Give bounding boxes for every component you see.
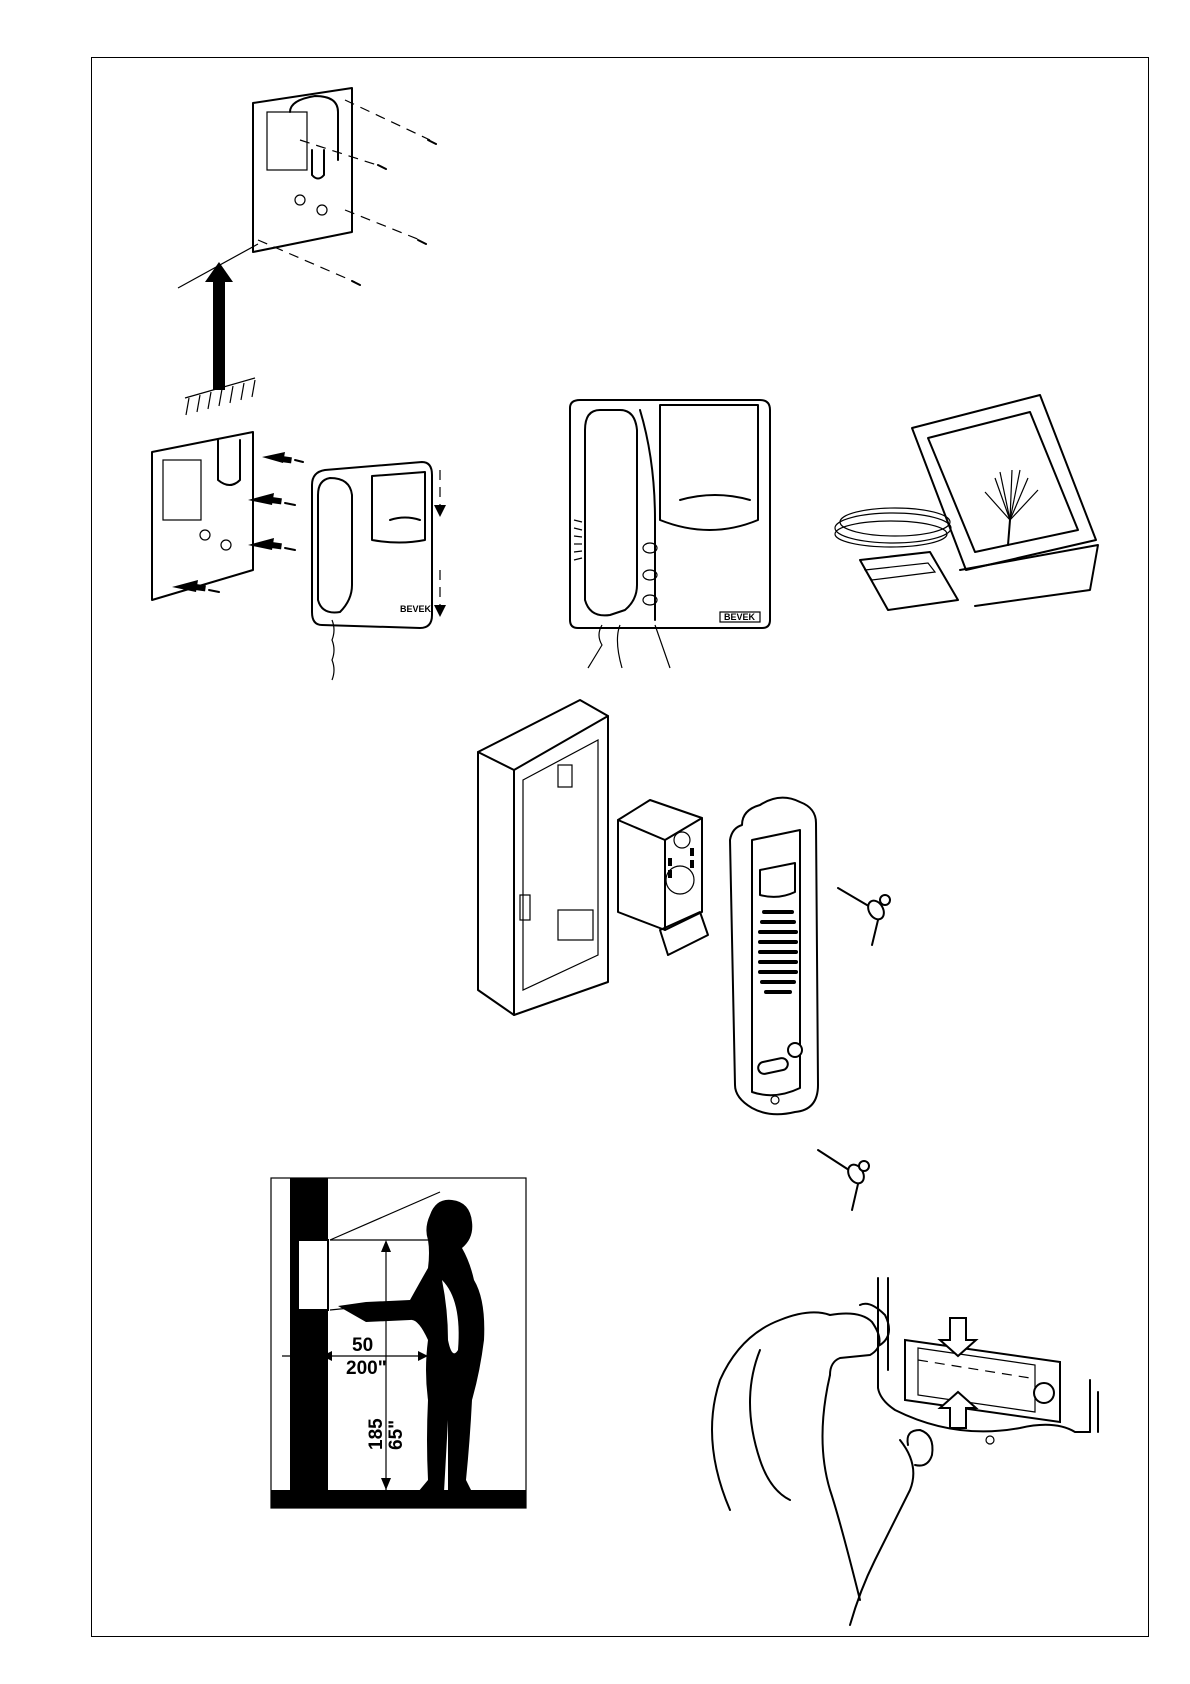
hand-palm [750,1350,790,1500]
plate-hole [295,195,305,205]
cable-coil [835,508,951,547]
push-arrows [172,452,303,592]
back-box-terminal [558,910,593,940]
handset-cord [588,625,602,668]
terminal-connector [660,912,708,955]
key-icon [872,920,878,945]
monitor-brand-small: BEVEK [400,604,432,614]
distance-value: 50 [352,1335,373,1356]
audio-module [618,800,702,930]
dimension-arrow-up [381,1240,391,1252]
wall-plate-mounting-figure [178,88,436,415]
distance-value-imperial: 200" [346,1358,387,1379]
nameplate-holder [905,1340,1060,1422]
height-value-imperial: 65" [386,1420,407,1450]
nameplate-insertion-figure [712,1278,1098,1625]
screw-guide-line [258,240,355,282]
down-arrows [434,470,446,617]
camera-view-line [330,1192,440,1240]
hand-upper-wrist [823,1375,861,1600]
screen-curve [390,518,420,521]
wire-bundle [985,470,1038,520]
monitor-housing [570,400,770,628]
module-leds [668,848,694,878]
camera-window [760,863,795,897]
cable-lead [617,625,622,668]
floor-section [271,1490,526,1508]
screw-icon [428,140,436,144]
back-box-top [514,716,608,770]
back-box [478,700,608,1015]
stand-base [960,545,1098,606]
cable-stem [1008,520,1010,545]
entry-panel-side [298,1240,328,1310]
body-contour [640,410,655,620]
back-box-edge [478,752,514,1015]
dimension-arrow-down [381,1478,391,1490]
entry-panel-figure [478,700,890,1210]
plate-slot [312,150,324,179]
back-box-cavity [523,740,598,990]
coiled-cord [332,620,334,680]
cable-lead [655,625,670,668]
screw-key-bottom [818,1150,869,1210]
screw-key-top [838,888,890,945]
screen-visor [680,495,750,500]
screw-icon [378,165,386,169]
terminal-block [163,460,201,520]
hand-lower [850,1440,913,1625]
mounting-height-figure: 50 200" 185 65" [271,1178,526,1508]
screen [372,472,425,543]
stand-frame [912,395,1096,570]
button-icon [1034,1383,1054,1403]
height-value: 185 [366,1418,387,1450]
screw-icon [418,240,426,244]
up-arrow-shaft [213,280,225,390]
panel-screw-hole [771,1096,779,1104]
screw-icon [352,281,360,285]
hand-upper [712,1312,880,1510]
call-button-icon [788,1043,802,1057]
wall-plate [152,432,253,600]
monitor-screen [660,405,758,530]
back-box-clip [520,895,530,920]
up-arrow-icon [205,262,233,282]
plate-hook [218,440,240,485]
wall-section [290,1178,328,1508]
plate-hole [200,530,210,540]
back-box-lug [558,765,572,787]
key-icon [852,1184,858,1210]
connector-slot [865,563,935,580]
handset [318,478,352,613]
desk-stand-figure [835,395,1098,610]
monitor-brand: BEVEK [724,612,756,622]
speaker-grille [758,910,798,994]
monitor-front-figure: BEVEK [570,400,770,668]
screw-guide-line [345,100,430,140]
nameplate-slot [757,1057,789,1075]
plate-hole [317,205,327,215]
screw-guide-line [345,210,420,240]
connector-box [860,552,958,610]
plate-hook-outline [290,96,338,160]
monitor-attach-figure: BEVEK [152,432,446,680]
screw-hole [986,1436,994,1444]
camera-lens-icon [674,832,690,848]
terminal-block [267,112,307,170]
plate-hole [221,540,231,550]
speaker-grille [574,520,582,560]
handset-front [585,410,637,615]
